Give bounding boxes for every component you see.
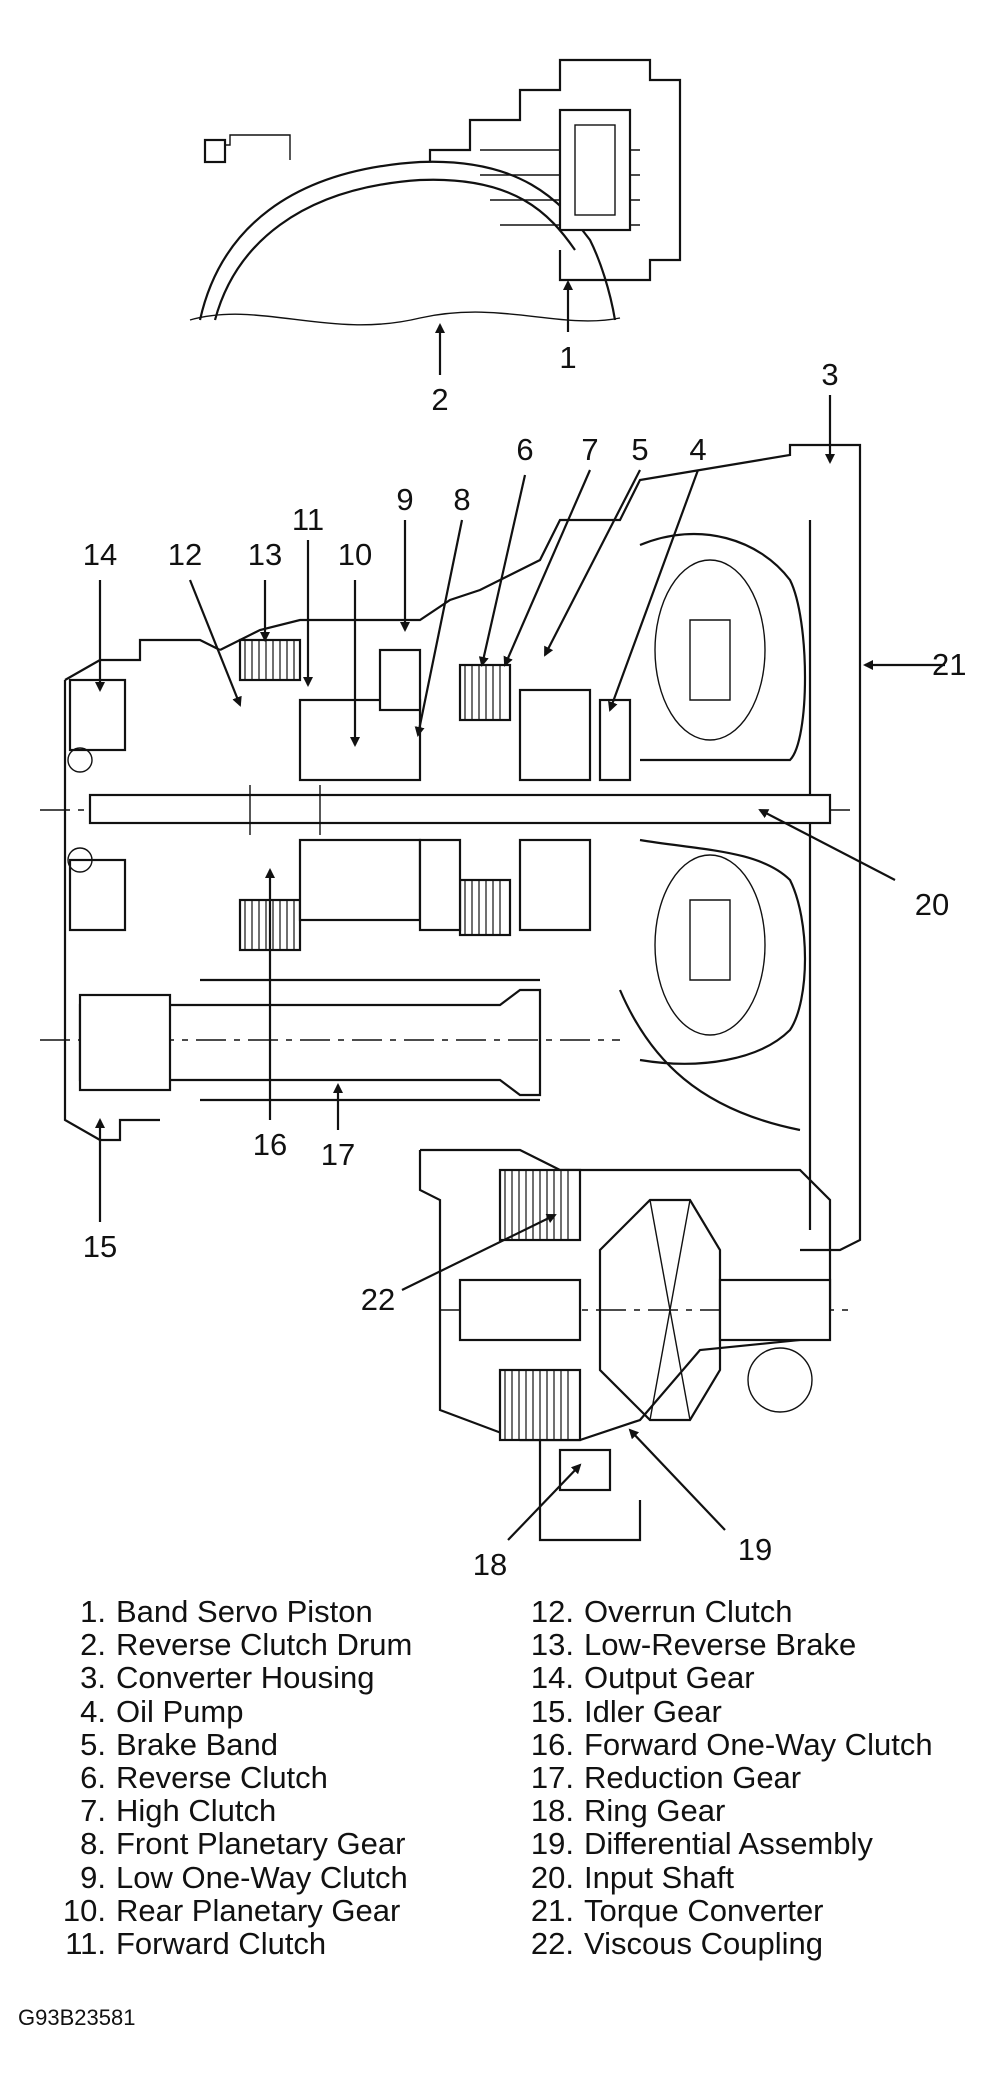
legend-item-number: 20.: [530, 1859, 574, 1895]
callout-19: 19: [738, 1532, 772, 1567]
main-cross-section: [40, 443, 862, 1542]
legend-item-number: 13.: [530, 1627, 574, 1663]
legend-item-number: 15.: [530, 1693, 574, 1729]
legend-item: 17. Reduction Gear: [520, 1761, 933, 1794]
legend-item-number: 10.: [62, 1892, 106, 1928]
legend-item-number: 16.: [530, 1726, 574, 1762]
callout-14: 14: [83, 537, 117, 572]
top-inset-drawing: [189, 58, 682, 326]
legend-item-number: 4.: [80, 1693, 106, 1729]
legend-item-number: 21.: [530, 1892, 574, 1928]
callout-18: 18: [473, 1547, 507, 1580]
callout-11: 11: [292, 502, 324, 537]
legend-item-label: Overrun Clutch: [584, 1594, 793, 1629]
legend-item-label: Reverse Clutch Drum: [116, 1627, 413, 1663]
callout-4: 4: [689, 432, 706, 467]
legend-item: 16. Forward One-Way Clutch: [520, 1728, 933, 1761]
callout-16: 16: [253, 1127, 287, 1162]
legend-item-number: 22.: [530, 1926, 574, 1962]
legend-item-label: Band Servo Piston: [116, 1594, 373, 1629]
legend-item: 21. Torque Converter: [520, 1894, 933, 1927]
legend-item-label: Reduction Gear: [584, 1760, 802, 1796]
legend-item: 5. Brake Band: [44, 1728, 412, 1761]
legend-item-number: 17.: [530, 1760, 574, 1796]
figure-code: G93B23581: [18, 2005, 136, 2030]
legend-item-label: Torque Converter: [584, 1892, 824, 1928]
legend-item-number: 19.: [530, 1826, 574, 1862]
legend-item: 22. Viscous Coupling: [520, 1927, 933, 1960]
legend-item: 1. Band Servo Piston: [44, 1595, 412, 1628]
callout-8: 8: [453, 482, 470, 517]
legend-item: 20. Input Shaft: [520, 1859, 933, 1895]
legend-item-label: Low-Reverse Brake: [584, 1627, 857, 1663]
legend-item-number: 7.: [80, 1793, 106, 1829]
legend-item-number: 1.: [80, 1594, 106, 1629]
legend-item-label: Differential Assembly: [584, 1826, 873, 1862]
legend-item-number: 14.: [530, 1660, 574, 1696]
legend-item: 9. Low One-Way Clutch: [44, 1859, 412, 1895]
legend-item: 6. Reverse Clutch: [44, 1761, 412, 1794]
legend-item-number: 11.: [65, 1926, 106, 1962]
legend-item: 3. Converter Housing: [44, 1661, 412, 1694]
legend-item: 18. Ring Gear: [520, 1794, 933, 1827]
callout-20: 20: [915, 887, 949, 922]
leader-lines: [95, 280, 945, 1541]
callout-21: 21: [932, 647, 966, 682]
callout-numbers: 1 2 3 4 5 6 7 8 9 10 11 12 13 14 15 16 1…: [83, 340, 967, 1580]
legend-item: 10. Rear Planetary Gear: [44, 1894, 412, 1927]
callout-13: 13: [248, 537, 282, 572]
legend-item-label: Viscous Coupling: [584, 1926, 823, 1962]
legend-item-label: Forward Clutch: [116, 1926, 327, 1962]
legend-item-label: Forward One-Way Clutch: [584, 1726, 933, 1762]
legend-item-number: 2.: [80, 1627, 106, 1663]
legend-item-number: 6.: [80, 1760, 106, 1796]
legend-item-label: Front Planetary Gear: [116, 1826, 406, 1862]
legend-item-label: Output Gear: [584, 1660, 755, 1696]
legend-item-number: 12.: [530, 1594, 574, 1629]
legend-item-number: 18.: [530, 1793, 574, 1829]
legend-item-label: Brake Band: [116, 1726, 278, 1762]
legend-item-number: 8.: [80, 1826, 106, 1862]
callout-15: 15: [83, 1229, 117, 1264]
callout-22: 22: [361, 1282, 395, 1317]
legend-item: 8. Front Planetary Gear: [44, 1827, 412, 1860]
legend-item: 13. Low-Reverse Brake: [520, 1628, 933, 1661]
legend-item: 2. Reverse Clutch Drum: [44, 1628, 412, 1661]
legend-item-label: Rear Planetary Gear: [116, 1892, 401, 1928]
callout-6: 6: [516, 432, 533, 467]
legend-item-number: 9.: [80, 1859, 106, 1895]
legend-item: 11. Forward Clutch: [44, 1927, 412, 1960]
callout-12: 12: [168, 537, 202, 572]
legend-item-label: Idler Gear: [584, 1693, 722, 1729]
callout-2: 2: [431, 382, 448, 417]
legend-item-number: 5.: [80, 1726, 106, 1762]
legend-left-column: 1. Band Servo Piston 2. Reverse Clutch Drum…: [44, 1595, 412, 1960]
legend-item: 15. Idler Gear: [520, 1693, 933, 1729]
legend-item-label: Ring Gear: [584, 1793, 726, 1829]
legend-item-number: 3.: [80, 1660, 106, 1696]
callout-3: 3: [821, 357, 838, 392]
legend-item-label: Oil Pump: [116, 1693, 244, 1729]
legend-item-label: Converter Housing: [116, 1660, 375, 1696]
callout-17: 17: [321, 1137, 355, 1172]
callout-5: 5: [631, 432, 648, 467]
callout-9: 9: [396, 482, 413, 517]
legend-item-label: Reverse Clutch: [116, 1760, 328, 1796]
callout-7: 7: [581, 432, 598, 467]
legend-item: 12. Overrun Clutch: [520, 1595, 933, 1628]
legend-item-label: Low One-Way Clutch: [116, 1859, 408, 1895]
legend-item: 19. Differential Assembly: [520, 1827, 933, 1860]
callout-1: 1: [559, 340, 576, 375]
legend-item: 7. High Clutch: [44, 1794, 412, 1827]
transaxle-cutaway-diagram: 1 2 3 4 5 6 7 8 9 10 11 12 13 14 15 16 1…: [40, 58, 967, 1580]
legend-item: 4. Oil Pump: [44, 1693, 412, 1729]
legend-item-label: Input Shaft: [584, 1859, 734, 1895]
callout-10: 10: [338, 537, 372, 572]
legend-item: 14. Output Gear: [520, 1661, 933, 1694]
legend-item-label: High Clutch: [116, 1793, 277, 1829]
